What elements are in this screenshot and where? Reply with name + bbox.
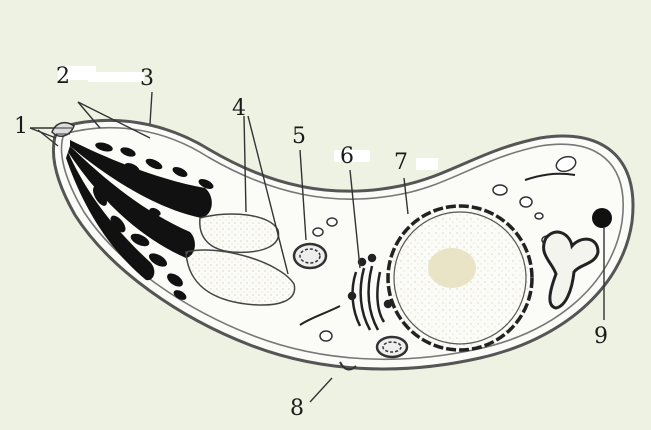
label-7: 7 — [394, 152, 408, 174]
lipid-body — [592, 208, 612, 228]
label-5: 5 — [292, 126, 306, 148]
blot-top — [88, 72, 144, 82]
label-9: 9 — [594, 326, 608, 348]
label-2: 2 — [56, 66, 70, 88]
nucleus — [388, 206, 532, 350]
blot-right — [416, 158, 438, 170]
label-4: 4 — [232, 98, 246, 120]
label-6: 6 — [340, 146, 354, 168]
label-1: 1 — [14, 116, 28, 138]
label-8: 8 — [290, 398, 304, 420]
label-3: 3 — [140, 68, 154, 90]
